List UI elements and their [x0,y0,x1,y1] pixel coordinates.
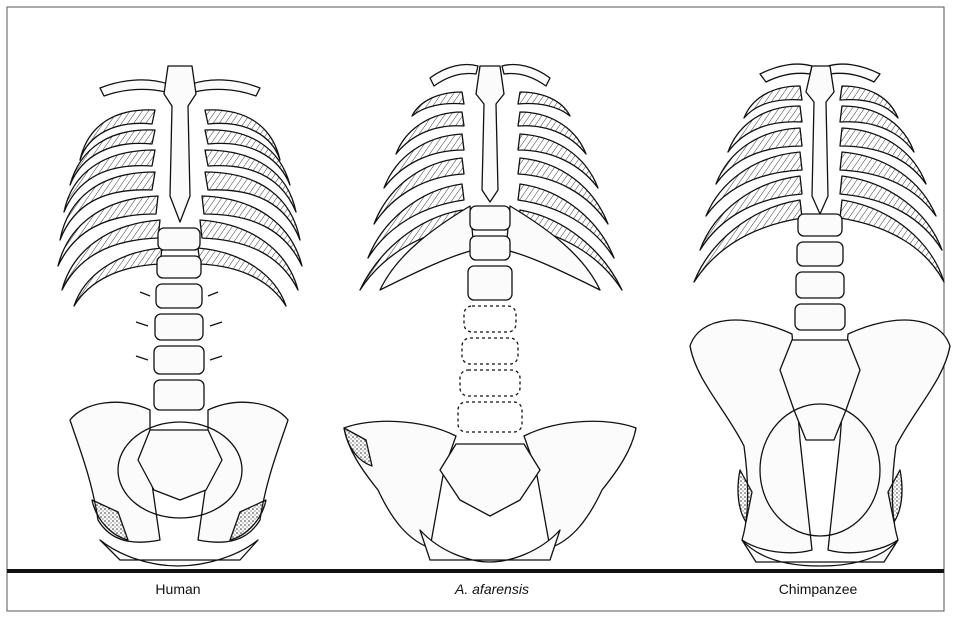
afarensis-clavicle-left [430,65,478,87]
chimpanzee-ribs-right [840,86,944,282]
human-pelvis [70,402,288,566]
label-human: Human [155,581,200,597]
afarensis-spine-reconstructed [458,306,522,432]
chimpanzee-clavicle-right [828,64,880,82]
chimpanzee-spine [795,214,845,330]
afarensis-sternum [476,66,504,202]
label-afarensis: A. afarensis [455,581,529,597]
human-clavicle-right [192,80,260,96]
chimpanzee-clavicle-left [760,64,812,82]
chimpanzee-pelvis [690,320,950,566]
afarensis-spine [468,206,512,300]
chimpanzee-sternum [806,66,834,214]
human-ribs-left [58,110,162,306]
human-sternum [164,66,196,222]
afarensis-clavicle-right [502,65,550,87]
afarensis-skeleton [344,65,636,563]
chimpanzee-ribs-left [694,86,802,282]
chimpanzee-skeleton [690,64,950,566]
afarensis-pelvis [344,421,636,562]
human-skeleton [58,66,302,566]
human-clavicle-left [100,80,168,96]
label-chimpanzee: Chimpanzee [779,581,858,597]
human-ribs-right [198,110,302,306]
